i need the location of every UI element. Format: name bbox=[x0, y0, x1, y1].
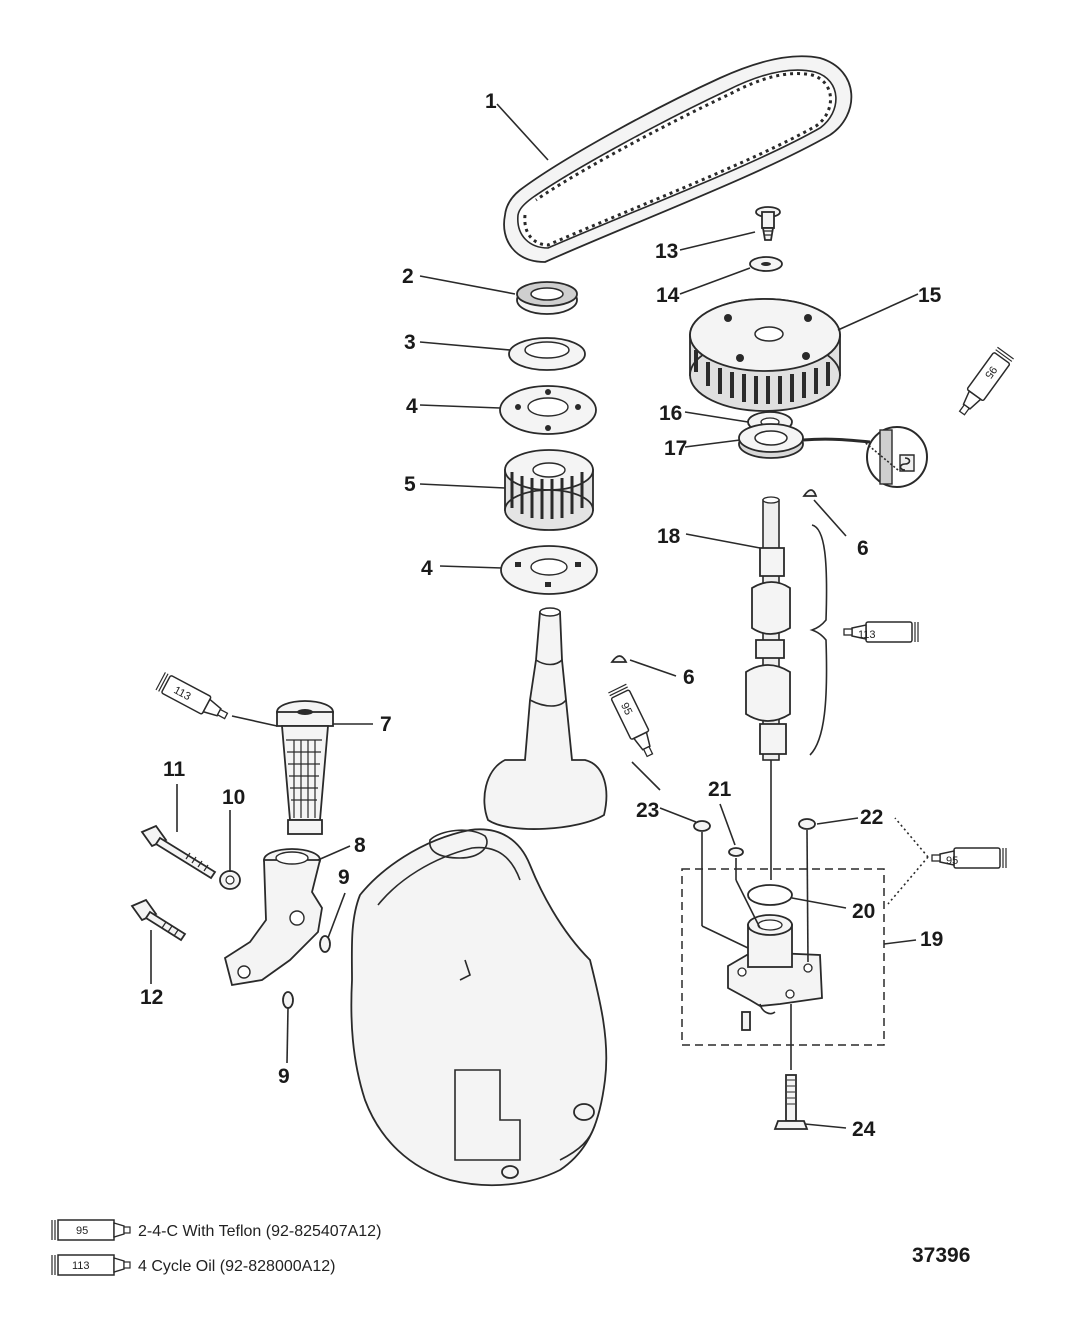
sealant-tube-113-left: 113 bbox=[155, 672, 229, 720]
nut bbox=[516, 281, 578, 315]
camshaft bbox=[745, 496, 791, 880]
callout-6a: 6 bbox=[857, 537, 869, 560]
figure-number: 37396 bbox=[912, 1244, 970, 1267]
seal-detail-inset bbox=[866, 426, 928, 488]
timing-belt bbox=[503, 55, 853, 263]
camshaft-bracket bbox=[809, 524, 828, 756]
callout-7: 7 bbox=[380, 713, 392, 736]
crankshaft-sprocket bbox=[504, 449, 594, 531]
legend-text: 4 Cycle Oil (92-828000A12) bbox=[138, 1258, 335, 1275]
sealant-tube-113-right bbox=[843, 621, 919, 643]
callout-24: 24 bbox=[852, 1118, 876, 1141]
legend-text: 2-4-C With Teflon (92-825407A12) bbox=[138, 1223, 381, 1240]
callout-16: 16 bbox=[659, 402, 682, 425]
bolt-13 bbox=[755, 206, 781, 241]
callout-9b: 9 bbox=[278, 1065, 290, 1088]
retainer bbox=[508, 337, 586, 371]
washer-14 bbox=[749, 256, 783, 272]
callout-9a: 9 bbox=[338, 866, 350, 889]
filter-housing bbox=[223, 848, 323, 987]
tube-label: 95 bbox=[982, 364, 999, 381]
legend-code: 113 bbox=[72, 1260, 90, 1272]
crankshaft bbox=[483, 607, 608, 830]
callout-labels: 1 2 3 4 5 4 13 14 15 16 17 6 18 6 7 11 1… bbox=[140, 90, 943, 1141]
callout-19: 19 bbox=[920, 928, 943, 951]
camshaft-sprocket bbox=[689, 298, 841, 412]
legend-code: 95 bbox=[76, 1225, 88, 1237]
callout-11: 11 bbox=[163, 758, 186, 781]
legend-item-113: 113 4 Cycle Oil (92-828000A12) bbox=[51, 1254, 335, 1276]
o-ring-21 bbox=[728, 847, 744, 857]
callout-20: 20 bbox=[852, 900, 875, 923]
callout-15: 15 bbox=[918, 284, 942, 307]
callout-12: 12 bbox=[140, 986, 163, 1009]
callout-4b: 4 bbox=[421, 557, 433, 580]
legend: 95 2-4-C With Teflon (92-825407A12) 113 … bbox=[51, 1219, 381, 1276]
callout-6b: 6 bbox=[683, 666, 695, 689]
bolt-11 bbox=[140, 824, 217, 880]
oil-filter bbox=[276, 700, 334, 835]
callout-22: 22 bbox=[860, 806, 883, 829]
guide-plate-lower bbox=[500, 545, 598, 595]
tube-label-113-right: 113 bbox=[858, 629, 876, 641]
nut-10 bbox=[219, 870, 241, 890]
callout-13: 13 bbox=[655, 240, 678, 263]
callout-2: 2 bbox=[402, 265, 414, 288]
callout-4a: 4 bbox=[406, 395, 418, 418]
callout-10: 10 bbox=[222, 786, 245, 809]
tube-label: 95 bbox=[618, 701, 634, 717]
callout-14: 14 bbox=[656, 284, 680, 307]
crankcase-cover bbox=[350, 828, 608, 1187]
bolt-24 bbox=[773, 1074, 809, 1130]
o-ring-22 bbox=[798, 818, 816, 830]
callout-18: 18 bbox=[657, 525, 681, 548]
sealant-tube-95-right bbox=[931, 847, 1007, 869]
sealant-tube-95-upper: 95 bbox=[958, 346, 1014, 416]
callout-23: 23 bbox=[636, 799, 659, 822]
leader-lines bbox=[150, 103, 929, 1129]
tube-label-95-right: 95 bbox=[946, 855, 958, 867]
guide-plate-upper bbox=[499, 385, 597, 435]
callout-17: 17 bbox=[664, 437, 687, 460]
o-ring-20 bbox=[747, 884, 793, 906]
o-ring-lower bbox=[282, 991, 294, 1009]
o-ring-upper bbox=[319, 935, 331, 953]
oil-pump-assembly bbox=[681, 868, 885, 1046]
sealant-tube-95-middle: 95 bbox=[608, 683, 654, 758]
callout-5: 5 bbox=[404, 473, 416, 496]
woodruff-key-lower bbox=[610, 655, 628, 663]
o-ring-23 bbox=[693, 820, 711, 832]
callout-8: 8 bbox=[354, 834, 366, 857]
legend-item-95: 95 2-4-C With Teflon (92-825407A12) bbox=[51, 1219, 381, 1241]
bolt-12 bbox=[130, 898, 187, 942]
woodruff-key-upper bbox=[802, 489, 818, 497]
callout-21: 21 bbox=[708, 778, 732, 801]
callout-3: 3 bbox=[404, 331, 416, 354]
oil-seal bbox=[738, 423, 871, 459]
callout-1: 1 bbox=[485, 90, 497, 113]
